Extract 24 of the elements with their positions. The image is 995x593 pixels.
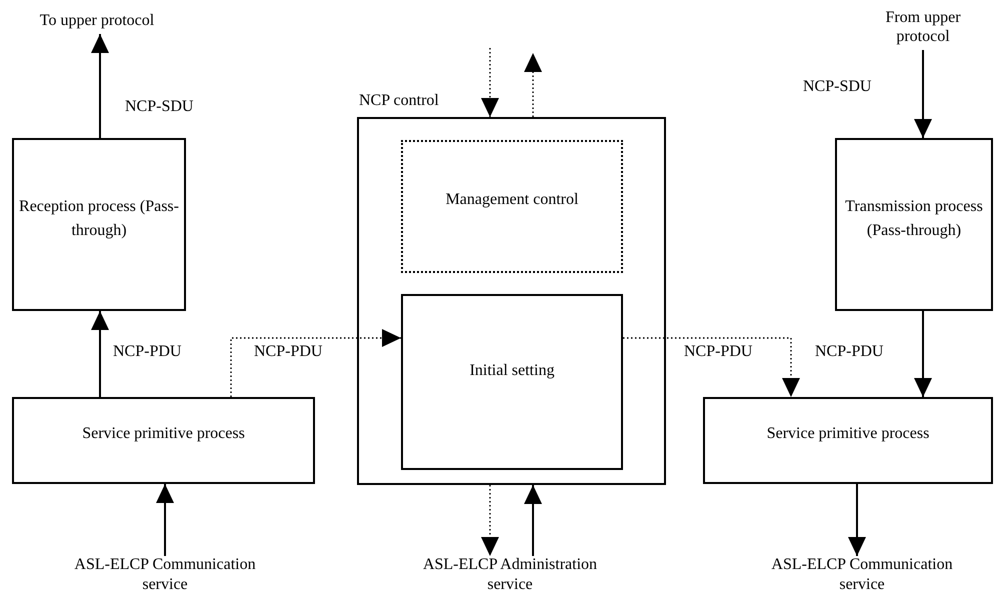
dotted-arrow xyxy=(230,329,401,397)
endpoint-label: ASL-ELCP Communication service xyxy=(752,556,972,593)
arrow xyxy=(91,34,109,138)
process-box: Initial setting xyxy=(401,294,623,470)
dotted-arrow xyxy=(481,485,499,556)
arrow xyxy=(524,485,542,556)
container-heading: NCP control xyxy=(359,91,439,110)
arrow xyxy=(914,311,932,397)
arrow xyxy=(91,311,109,397)
process-box: Transmission process (Pass-through) xyxy=(835,138,993,311)
dotted-arrow xyxy=(481,48,499,117)
endpoint-label: From upper protocol xyxy=(868,4,978,50)
arrow xyxy=(914,50,932,138)
endpoint-label: ASL-ELCP Communication service xyxy=(55,556,275,593)
process-box: Reception process (Pass-through) xyxy=(12,138,186,311)
dotted-arrow xyxy=(623,337,800,397)
dotted-arrow xyxy=(524,53,542,117)
arrow xyxy=(156,484,174,556)
dotted-process-box: Management control xyxy=(401,140,623,273)
endpoint-label: To upper protocol xyxy=(12,8,182,34)
process-box: Service primitive process xyxy=(703,397,993,484)
process-box: Service primitive process xyxy=(12,397,315,484)
endpoint-label: ASL-ELCP Administration service xyxy=(405,556,615,593)
arrow xyxy=(848,484,866,556)
